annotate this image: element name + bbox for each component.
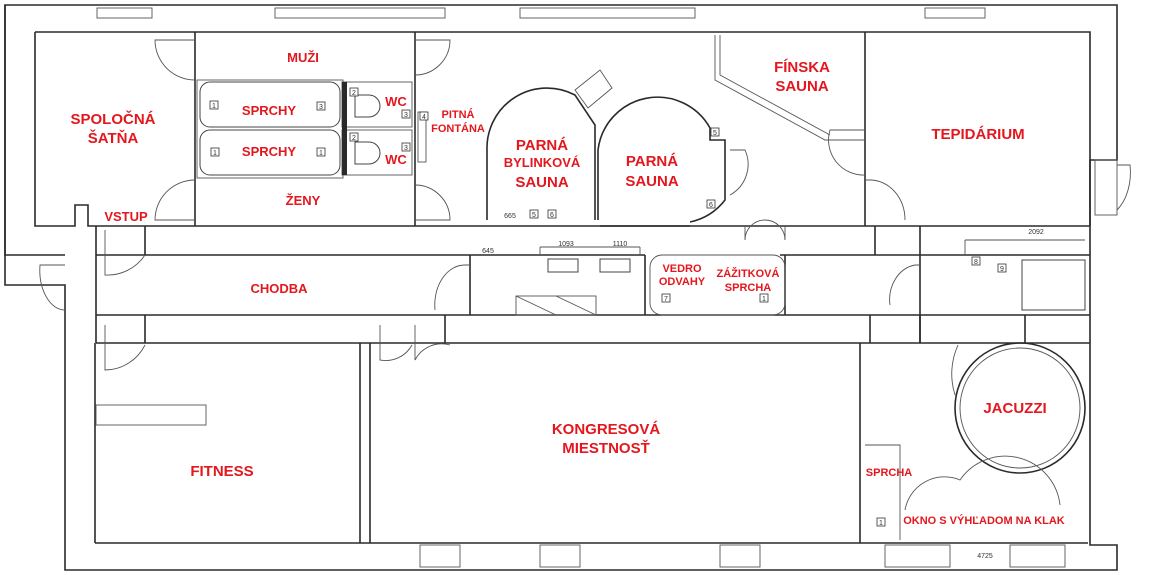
tag: 8 bbox=[971, 256, 981, 266]
svg-text:645: 645 bbox=[482, 248, 494, 255]
svg-text:8: 8 bbox=[974, 259, 978, 266]
label-sprchy-bottom: SPRCHY bbox=[242, 144, 297, 159]
tag: 2 bbox=[349, 87, 359, 97]
label-fitness: FITNESS bbox=[190, 463, 253, 480]
fitness-fixtures bbox=[95, 404, 207, 426]
label-wc-bottom: WC bbox=[385, 152, 407, 167]
label-finska-sauna: FÍNSKA bbox=[774, 59, 830, 76]
label-spolocna-satna: SPOLOČNÁ bbox=[70, 110, 155, 128]
label-sprcha: SPRCHA bbox=[866, 467, 913, 479]
saunas bbox=[486, 87, 726, 227]
label-parna-sauna: PARNÁ bbox=[626, 153, 678, 170]
tag: 3 bbox=[316, 101, 326, 111]
label-zeny: ŽENY bbox=[286, 193, 321, 208]
tag: 1 bbox=[759, 293, 769, 303]
svg-text:2: 2 bbox=[352, 135, 356, 142]
svg-text:6: 6 bbox=[550, 212, 554, 219]
tag: 5 bbox=[529, 209, 539, 219]
label-tepidarium: TEPIDÁRIUM bbox=[931, 126, 1024, 143]
tag: 4 bbox=[419, 111, 429, 121]
tag: 5 bbox=[710, 127, 720, 137]
label-vstup: VSTUP bbox=[104, 209, 148, 224]
tag: 9 bbox=[997, 263, 1007, 273]
svg-text:3: 3 bbox=[404, 112, 408, 119]
label-vedro-odvahy-2: ODVAHY bbox=[659, 276, 706, 288]
tag: 3 bbox=[401, 109, 411, 119]
svg-text:1110: 1110 bbox=[613, 241, 628, 248]
svg-text:3: 3 bbox=[404, 145, 408, 152]
svg-text:1: 1 bbox=[213, 150, 217, 157]
svg-text:2: 2 bbox=[352, 90, 356, 97]
tag: 1 bbox=[316, 147, 326, 157]
tag: 7 bbox=[661, 293, 671, 303]
svg-text:1: 1 bbox=[879, 520, 883, 527]
label-vedro-odvahy: VEDRO bbox=[662, 263, 702, 275]
label-zazitkova-sprcha-2: SPRCHA bbox=[725, 282, 772, 294]
svg-text:6: 6 bbox=[709, 202, 713, 209]
dimension-labels: 2092 1093 1110 665 645 4725 bbox=[482, 213, 1044, 560]
tag: 3 bbox=[401, 142, 411, 152]
svg-text:3: 3 bbox=[319, 104, 323, 111]
svg-text:5: 5 bbox=[713, 130, 717, 137]
svg-text:1093: 1093 bbox=[558, 241, 574, 248]
tag: 1 bbox=[209, 100, 219, 110]
label-parna-bylinkova: PARNÁ bbox=[516, 137, 568, 154]
svg-text:1: 1 bbox=[319, 150, 323, 157]
corridor-fixtures bbox=[515, 219, 1086, 316]
label-pitna-fontana: PITNÁ bbox=[442, 108, 475, 121]
label-pitna-fontana-2: FONTÁNA bbox=[431, 122, 485, 135]
wc-cabins bbox=[341, 81, 427, 176]
fixture-tags: 1 1 2 3 1 3 2 3 4 5 6 5 6 7 1 8 9 1 bbox=[209, 87, 1007, 527]
svg-text:665: 665 bbox=[504, 213, 516, 220]
interior-walls bbox=[95, 32, 1090, 543]
doors bbox=[39, 35, 1131, 371]
label-jacuzzi: JACUZZI bbox=[983, 400, 1046, 417]
tag: 1 bbox=[210, 147, 220, 157]
svg-text:4: 4 bbox=[422, 114, 426, 121]
svg-text:1: 1 bbox=[762, 296, 766, 303]
label-parna-bylinkova-3: SAUNA bbox=[515, 174, 569, 191]
tag: 6 bbox=[547, 209, 557, 219]
svg-text:5: 5 bbox=[532, 212, 536, 219]
label-zazitkova-sprcha: ZÁŽITKOVÁ bbox=[717, 267, 780, 280]
svg-text:2092: 2092 bbox=[1028, 229, 1044, 236]
label-finska-sauna-2: SAUNA bbox=[775, 78, 829, 95]
label-sprchy-top: SPRCHY bbox=[242, 103, 297, 118]
jacuzzi-pool bbox=[865, 342, 1086, 540]
label-kongresova: KONGRESOVÁ bbox=[552, 421, 661, 438]
room-labels: SPOLOČNÁ ŠATŇA MUŽI SPRCHY SPRCHY WC WC … bbox=[70, 50, 1064, 527]
label-spolocna-satna-2: ŠATŇA bbox=[88, 129, 139, 147]
label-muzi: MUŽI bbox=[287, 50, 319, 65]
outer-walls bbox=[4, 4, 1118, 571]
top-windows bbox=[96, 7, 1118, 568]
label-wc-top: WC bbox=[385, 94, 407, 109]
tag: 1 bbox=[876, 517, 886, 527]
svg-text:7: 7 bbox=[664, 296, 668, 303]
svg-text:9: 9 bbox=[1000, 266, 1004, 273]
tag: 2 bbox=[349, 132, 359, 142]
tag: 6 bbox=[706, 199, 716, 209]
label-parna-sauna-2: SAUNA bbox=[625, 173, 679, 190]
shower-cabins bbox=[196, 79, 344, 179]
label-okno: OKNO S VÝHĽADOM NA KLAK bbox=[903, 514, 1065, 527]
svg-text:4725: 4725 bbox=[977, 553, 993, 560]
label-kongresova-2: MIESTNOSŤ bbox=[562, 439, 650, 457]
svg-text:1: 1 bbox=[212, 103, 216, 110]
label-chodba: CHODBA bbox=[250, 281, 308, 296]
label-parna-bylinkova-2: BYLINKOVÁ bbox=[504, 155, 581, 170]
